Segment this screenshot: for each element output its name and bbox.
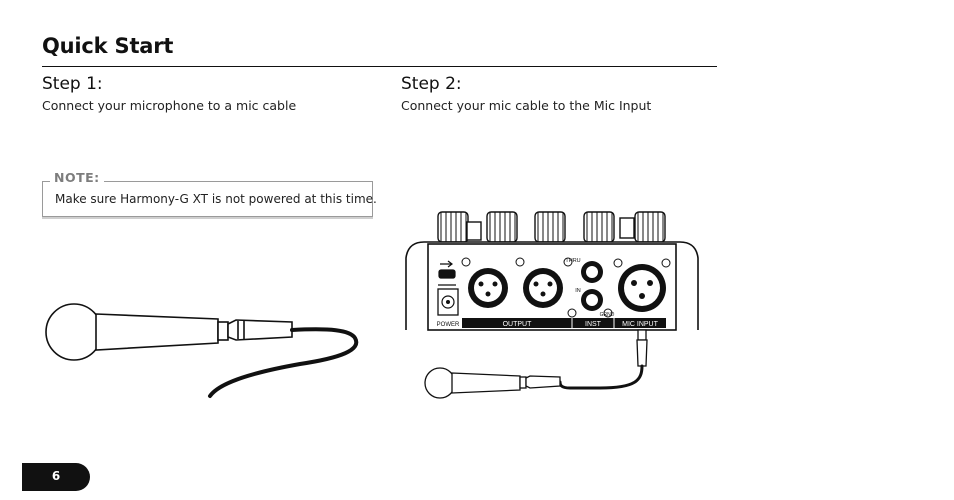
knob-icon	[583, 211, 615, 243]
knob-icon	[634, 211, 666, 243]
mic-cable	[208, 327, 359, 398]
note-box: Make sure Harmony-G XT is not powered at…	[42, 181, 377, 217]
mic-body	[95, 313, 219, 351]
label-output: OUTPUT	[503, 321, 533, 328]
step1-text: Connect your microphone to a mic cable	[42, 98, 297, 113]
label-inst: INST	[585, 321, 602, 328]
output-xlr-jack-icon	[523, 268, 563, 308]
page-title: Quick Start	[42, 34, 174, 58]
microphone-icon	[424, 367, 561, 399]
step1-heading: Step 1:	[42, 74, 103, 94]
label-gnd: GRND	[600, 312, 615, 318]
title-divider	[42, 66, 717, 67]
note-label: NOTE:	[50, 170, 104, 185]
step2-heading: Step 2:	[401, 74, 462, 94]
label-power: POWER	[437, 322, 460, 328]
usb-icon	[438, 260, 456, 286]
device-cable	[558, 364, 644, 390]
xlr-plug-icon	[636, 329, 648, 367]
microphone-icon	[45, 303, 293, 361]
knob-row	[437, 211, 666, 243]
screw-icons	[461, 257, 671, 318]
knob-icon	[534, 211, 566, 243]
power-jack-icon	[437, 288, 459, 316]
label-mic-input: MIC INPUT	[622, 321, 659, 328]
page-number-tab: 6	[22, 463, 90, 491]
panel-label-bar	[462, 318, 666, 328]
note-text: Make sure Harmony-G XT is not powered at…	[55, 192, 377, 206]
label-in: IN	[575, 288, 581, 294]
mic-input-xlr-jack-icon	[618, 264, 666, 312]
page-number: 6	[51, 469, 61, 483]
knob-icon	[437, 211, 469, 243]
knob-icon	[486, 211, 518, 243]
output-xlr-jack-icon	[468, 268, 508, 308]
step2-text: Connect your mic cable to the Mic Input	[401, 98, 652, 113]
inst-thru-jack-icon	[581, 261, 603, 283]
inst-in-jack-icon	[581, 289, 603, 311]
label-thru: THRU	[565, 258, 580, 264]
